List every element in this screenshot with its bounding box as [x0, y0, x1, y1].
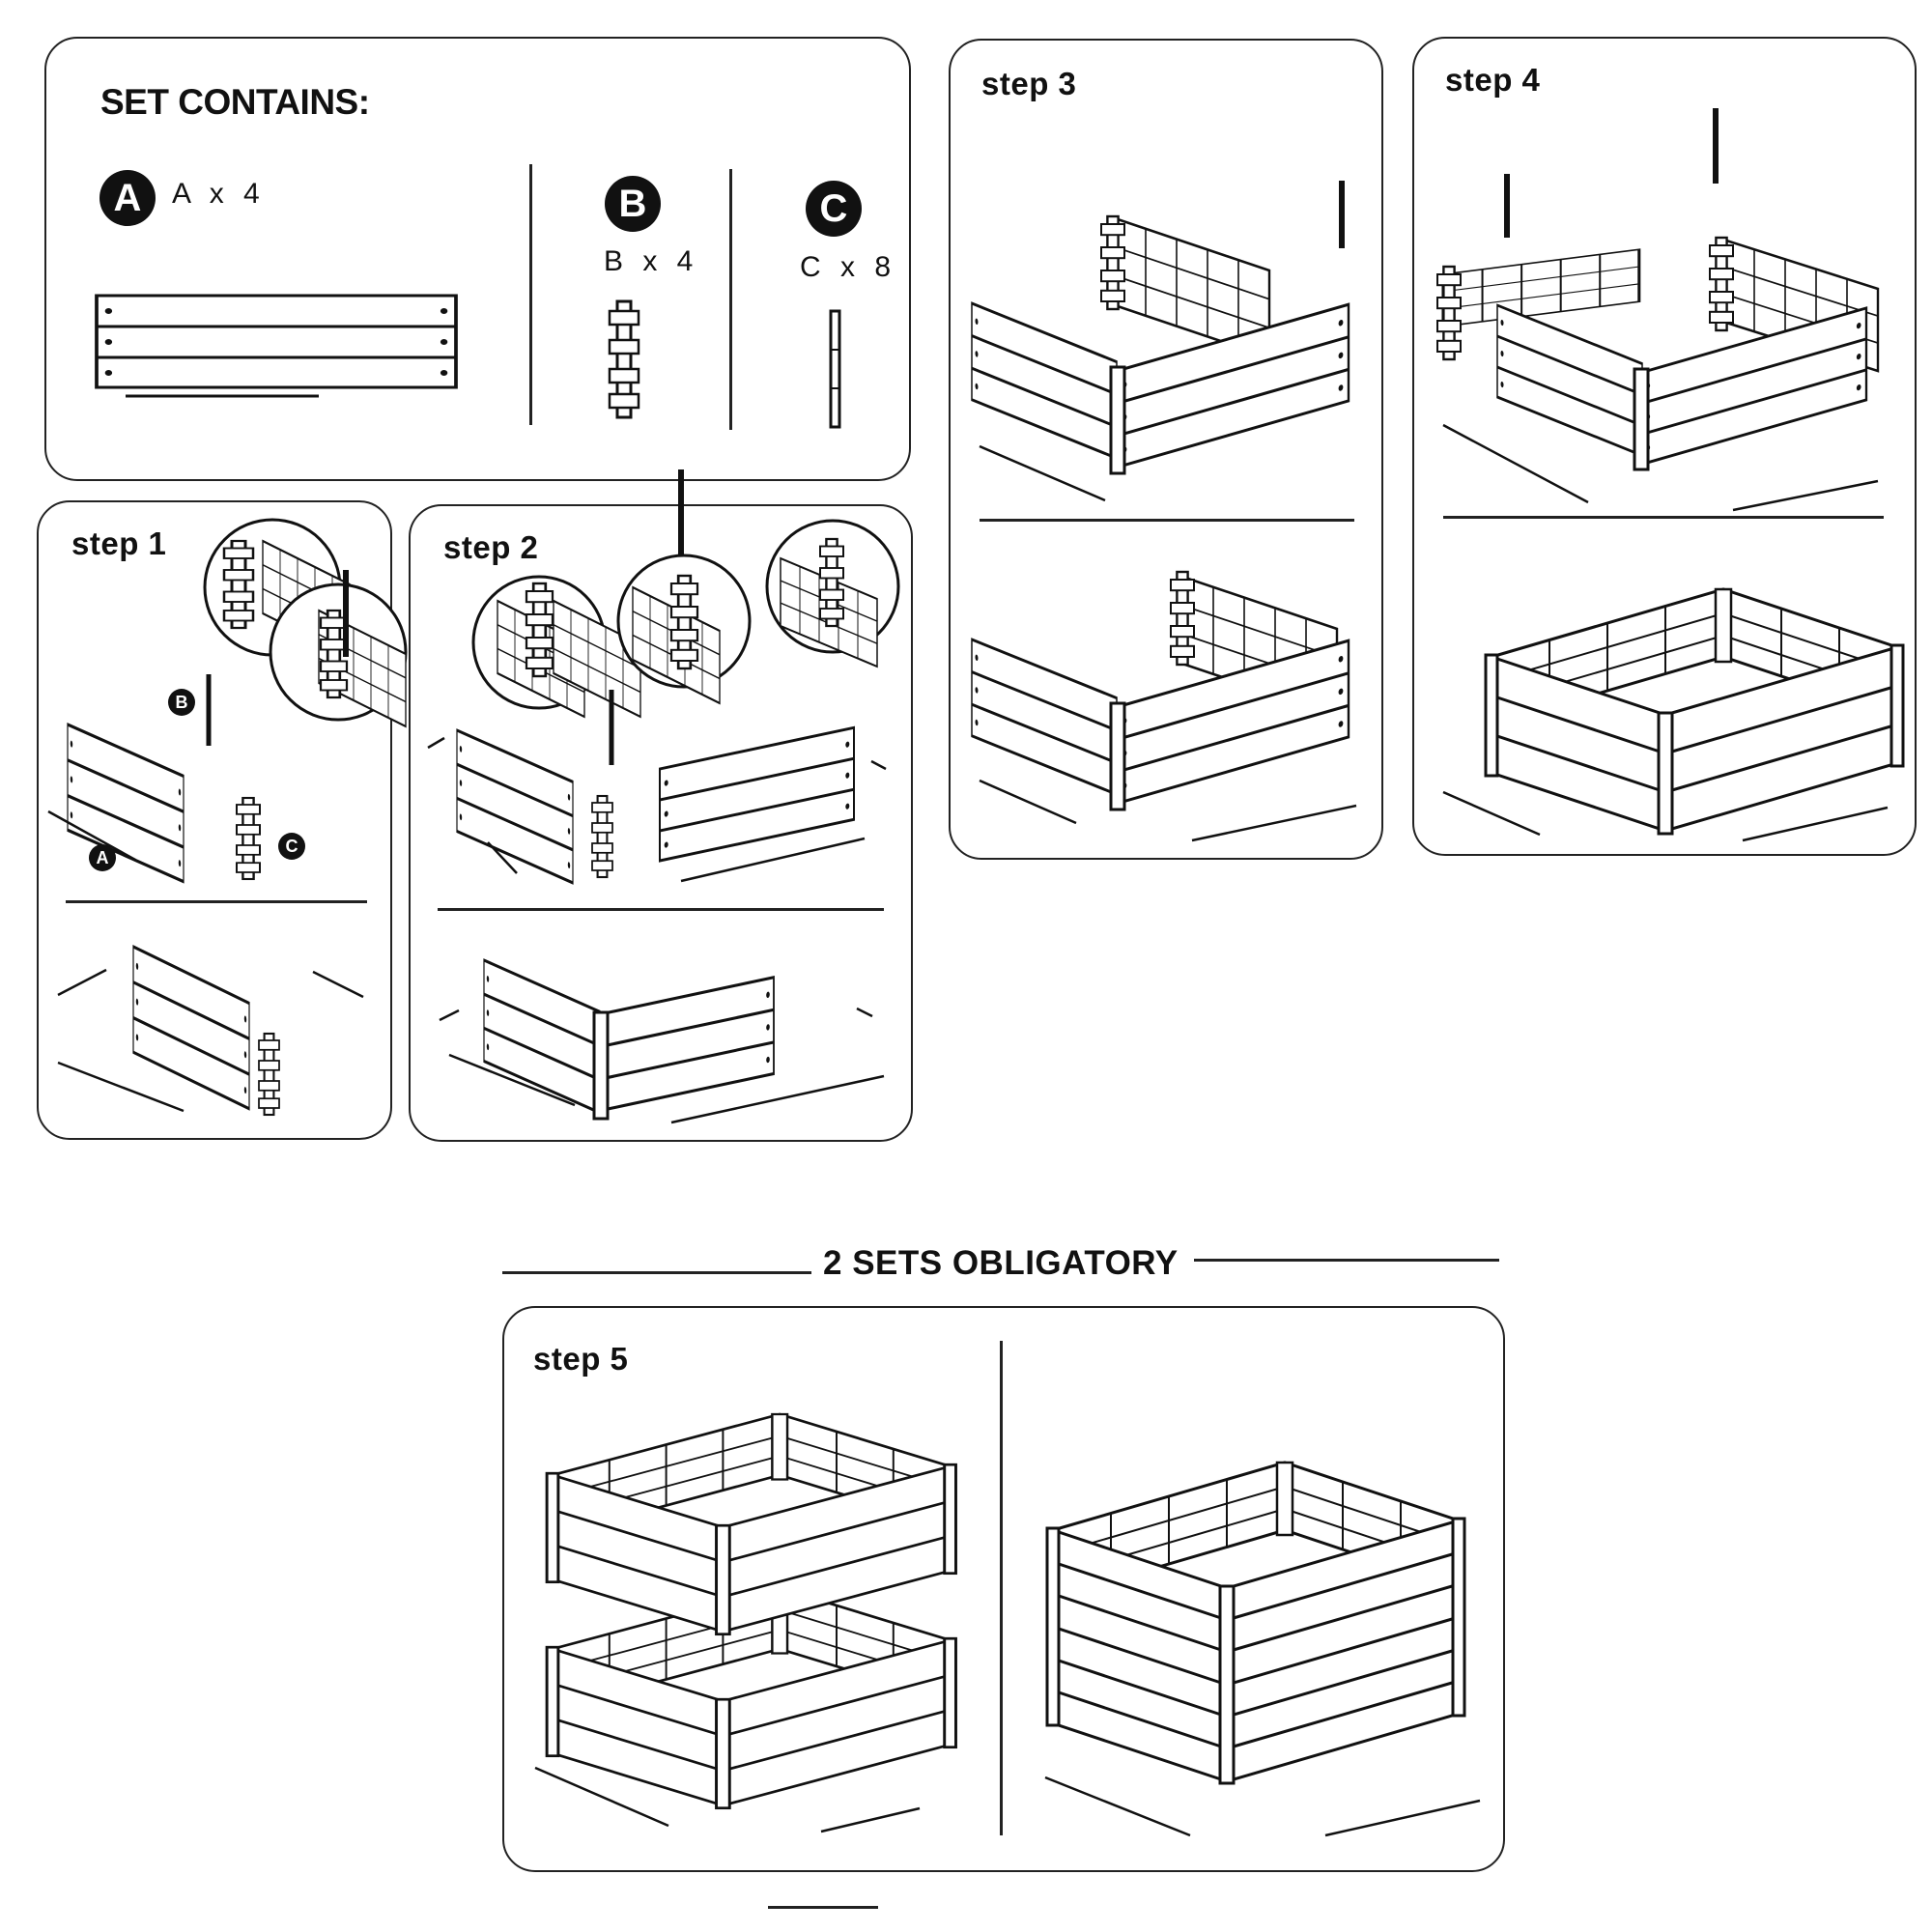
step-5-label: step 5: [533, 1341, 629, 1377]
stacked-beds-combined-illustration: [1045, 1461, 1466, 1785]
step-1-label: step 1: [71, 526, 167, 561]
part-c-count: C x 8: [800, 251, 897, 283]
divider: [66, 900, 367, 903]
step-2-panel: step 2: [409, 469, 913, 1142]
ground-lines: [534, 1766, 921, 1833]
step-2-upper-illustration: [427, 469, 900, 885]
divider: [1000, 1341, 1003, 1835]
part-a-badge: A: [99, 170, 156, 226]
callout-b-badge: B: [168, 689, 195, 716]
step-2-label: step 2: [443, 529, 539, 565]
part-b-badge: B: [605, 176, 661, 232]
part-b-count: B x 4: [604, 245, 699, 277]
set-contains-title: SET CONTAINS:: [100, 82, 370, 122]
divider: [980, 519, 1354, 522]
divider: [438, 908, 884, 911]
part-c-badge: C: [806, 181, 862, 237]
step-4-upper-illustration: [1435, 108, 1880, 512]
banner-line-left: [502, 1271, 811, 1274]
divider: [529, 164, 532, 425]
banner-text: 2 SETS OBLIGATORY: [823, 1244, 1179, 1282]
rod-illustration: [829, 309, 841, 429]
step-5-panel: step 5: [502, 1306, 1505, 1872]
step-1-lower-illustration: [57, 945, 364, 1117]
step-1-panel: step 1 B A C: [37, 500, 408, 1140]
part-a-count: A x 4: [172, 178, 266, 210]
divider: [729, 169, 732, 430]
connector-illustration: [608, 299, 640, 419]
step-3-label: step 3: [981, 66, 1077, 101]
ground-lines: [1442, 790, 1889, 842]
step-1-upper-illustration: [47, 518, 408, 884]
step-3-lower-illustration: [970, 570, 1357, 842]
step-2-lower-illustration: [439, 958, 885, 1124]
step-4-label: step 4: [1445, 62, 1541, 98]
set-contains-panel: SET CONTAINS: A A x 4 B B x 4 C C x 8: [44, 37, 911, 481]
step-4-panel: step 4: [1412, 37, 1917, 856]
plank-panel-illustration: [95, 294, 458, 398]
page-footer-line: [768, 1906, 878, 1909]
callout-a-badge: A: [89, 844, 116, 871]
ground-lines: [1044, 1776, 1481, 1837]
divider: [1443, 516, 1884, 519]
step-3-upper-illustration: [970, 181, 1350, 502]
step-3-panel: step 3: [949, 39, 1383, 860]
callout-c-badge: C: [278, 833, 305, 860]
banner-line-right: [1194, 1259, 1499, 1262]
